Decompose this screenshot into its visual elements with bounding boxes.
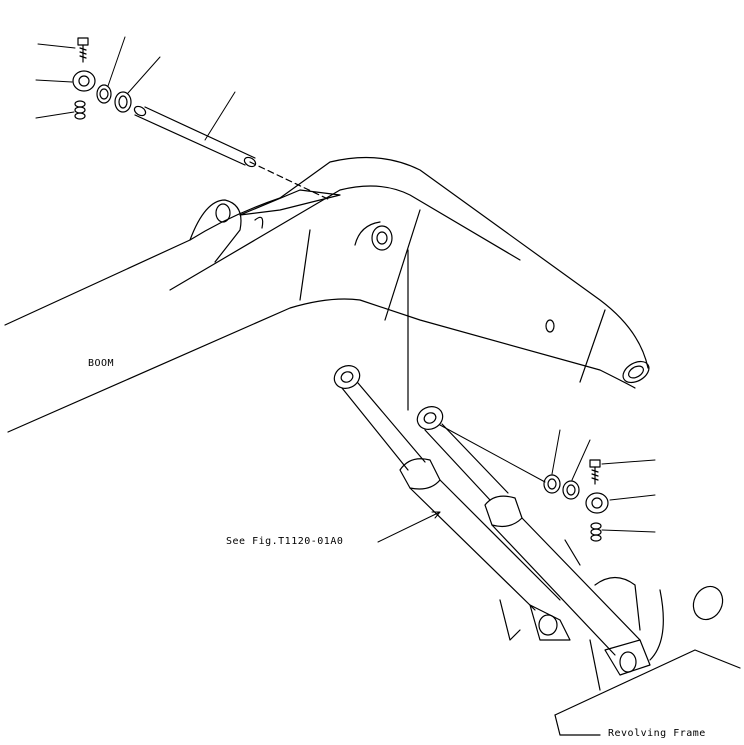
plate-top-left — [72, 70, 96, 92]
washer-stack-right — [590, 522, 602, 542]
boom — [4, 156, 650, 433]
bolt-right — [589, 459, 601, 485]
revolving-frame — [499, 539, 741, 736]
shims-top-left — [96, 84, 132, 113]
leader-lines-right — [439, 424, 656, 533]
washer-stack-top-left — [74, 100, 86, 120]
foot-pin — [133, 105, 331, 201]
figure-reference-label: See Fig.T1120-01A0 — [226, 536, 344, 547]
left-cylinder — [333, 365, 571, 641]
see-fig-leader — [377, 511, 441, 543]
revolving-frame-label: Revolving Frame — [608, 728, 706, 739]
shims-right — [543, 474, 580, 500]
boom-label: BOOM — [88, 358, 115, 369]
leader-lines-top-left — [35, 36, 236, 141]
plate-right — [585, 492, 609, 514]
right-cylinder — [407, 249, 651, 676]
bolt-top-left — [77, 37, 89, 63]
